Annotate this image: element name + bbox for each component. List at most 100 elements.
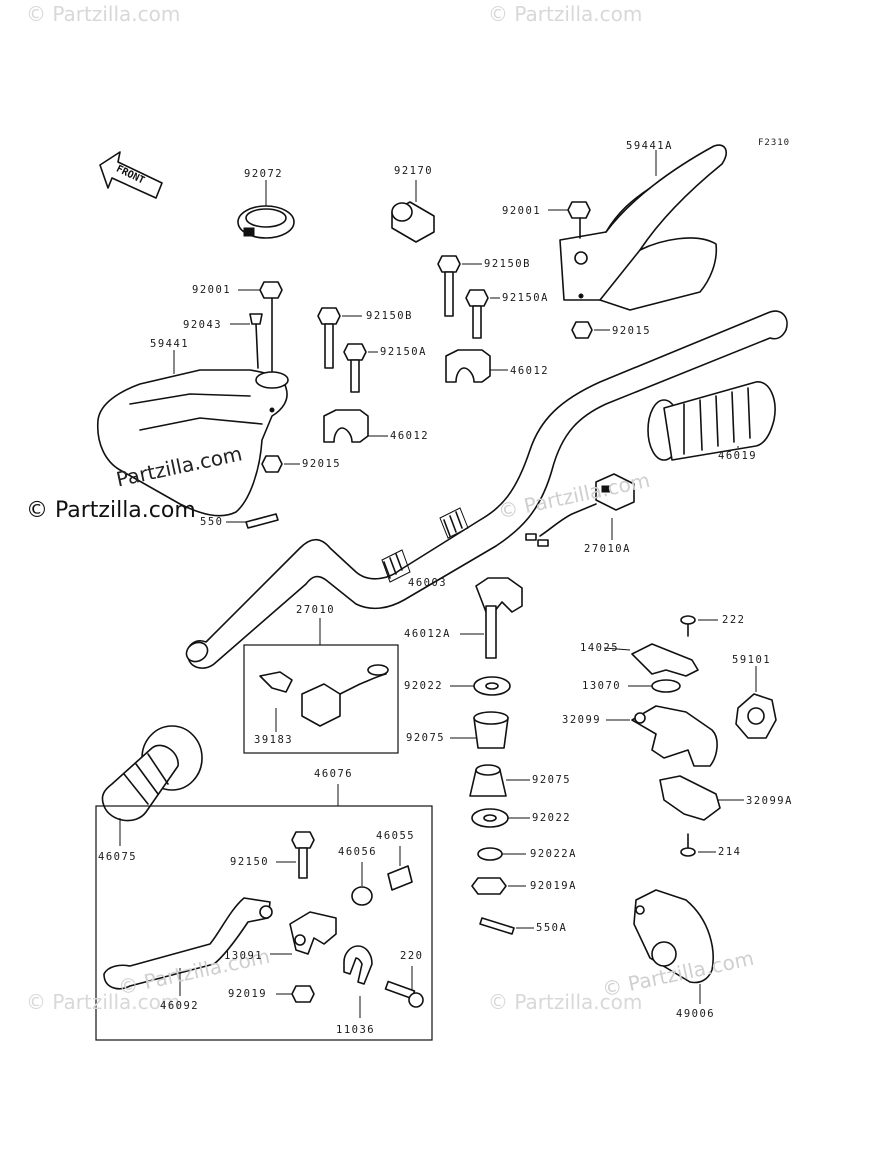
switch-27010A: [525, 473, 635, 547]
washer-92022-a: [450, 676, 511, 696]
part-label-92015-left: 92015: [302, 458, 342, 470]
nut-92015-right: [571, 321, 610, 339]
part-label-46012A: 46012A: [404, 628, 451, 640]
part-label-92019A: 92019A: [530, 880, 577, 892]
clamp-46012-left: [323, 409, 388, 443]
nut-92015-left: [261, 455, 300, 473]
part-label-49006: 49006: [676, 1008, 716, 1020]
throttle-49006: [633, 889, 714, 1004]
washer-92022A: [477, 847, 526, 861]
part-label-14025: 14025: [580, 642, 620, 654]
cover-14025: [603, 643, 699, 677]
part-label-39183: 39183: [254, 734, 294, 746]
cotter-pin-550A: [479, 917, 534, 935]
bolt-220: [384, 966, 424, 1008]
watermark-top-right: © Partzilla.com: [488, 2, 643, 26]
part-label-92015-right: 92015: [612, 325, 652, 337]
switch-kit-box: [243, 644, 399, 754]
clamp-92170: [391, 180, 435, 243]
bracket-13091: [270, 911, 337, 955]
screw-214: [680, 833, 716, 857]
part-label-92170: 92170: [394, 165, 434, 177]
part-label-92150B-right: 92150B: [484, 258, 531, 270]
nut-92019: [276, 985, 315, 1003]
watermark-top-left: © Partzilla.com: [26, 2, 181, 26]
bolt-92150A-right: [465, 289, 500, 339]
clamp-11036: [343, 945, 373, 1018]
part-label-46092: 46092: [160, 1000, 200, 1012]
part-label-32099: 32099: [562, 714, 602, 726]
bolt-92001-left: [238, 281, 283, 377]
figure-code: F2310: [758, 138, 791, 148]
housing-32099A: [659, 775, 744, 821]
adjuster-46055: [387, 846, 413, 891]
part-label-46012-right: 46012: [510, 365, 550, 377]
bolt-92150B-right: [437, 255, 482, 317]
cotter-pin-550: [226, 513, 279, 529]
part-label-92022-a: 92022: [404, 680, 444, 692]
part-label-92022-b: 92022: [532, 812, 572, 824]
housing-59101: [735, 666, 777, 739]
watermark-main: © Partzilla.com: [26, 498, 196, 523]
part-label-92001-left: 92001: [192, 284, 232, 296]
part-label-92150B-left: 92150B: [366, 310, 413, 322]
part-label-46075: 46075: [98, 851, 138, 863]
watermark-bottom-right: © Partzilla.com: [488, 990, 643, 1014]
bolt-92150: [276, 831, 315, 879]
bolt-92001-right: [548, 201, 591, 239]
part-label-222: 222: [722, 614, 746, 626]
part-label-92001-right: 92001: [502, 205, 542, 217]
part-label-27010A: 27010A: [584, 543, 631, 555]
cushion-92075-a: [450, 711, 509, 749]
switch-27010-parts: [259, 664, 389, 732]
part-label-92150: 92150: [230, 856, 270, 868]
part-label-11036: 11036: [336, 1024, 376, 1036]
part-label-32099A: 32099A: [746, 795, 793, 807]
housing-32099: [606, 705, 718, 767]
right-handguard-59441A: [559, 144, 727, 311]
part-label-214: 214: [718, 846, 742, 858]
part-label-46056: 46056: [338, 846, 378, 858]
clamp-46012A: [460, 577, 523, 659]
part-label-92075-b: 92075: [532, 774, 572, 786]
washer-92022-b: [471, 808, 530, 828]
part-label-46019: 46019: [718, 450, 758, 462]
part-label-46055: 46055: [376, 830, 416, 842]
part-label-550A: 550A: [536, 922, 568, 934]
part-label-92150A-right: 92150A: [502, 292, 549, 304]
part-label-92150A-left: 92150A: [380, 346, 427, 358]
lever-kit-box: [95, 805, 433, 1041]
part-label-550: 550: [200, 516, 224, 528]
part-label-92043: 92043: [183, 319, 223, 331]
part-label-92072: 92072: [244, 168, 284, 180]
part-label-46076: 46076: [314, 768, 354, 780]
part-label-92075-a: 92075: [406, 732, 446, 744]
watermark-bottom-left: © Partzilla.com: [26, 990, 181, 1014]
left-handguard-59441: [96, 350, 289, 517]
grip-46019: [647, 381, 776, 461]
nut-92019A: [471, 877, 526, 895]
screw-222: [680, 615, 718, 637]
handlebar-shape: [185, 310, 788, 669]
part-label-220: 220: [400, 950, 424, 962]
lever-46092: [103, 897, 273, 996]
part-label-13070: 13070: [582, 680, 622, 692]
part-label-59441: 59441: [150, 338, 190, 350]
bolt-92150A-left: [343, 343, 378, 393]
grip-46075: [101, 725, 203, 846]
part-label-92019: 92019: [228, 988, 268, 1000]
part-label-27010: 27010: [296, 604, 336, 616]
band-13070: [628, 679, 681, 693]
part-label-92022A: 92022A: [530, 848, 577, 860]
pin-92043: [230, 313, 263, 369]
front-arrow-icon: FRONT: [99, 151, 163, 199]
bolt-92150B-left: [317, 307, 362, 369]
part-label-46012-left: 46012: [390, 430, 430, 442]
cushion-92075-b: [469, 764, 530, 797]
clamp-46012-right: [445, 349, 508, 383]
part-label-13091: 13091: [224, 950, 264, 962]
clamp-ring-92072: [237, 180, 295, 239]
part-label-59441A: 59441A: [626, 140, 673, 152]
nut-46056: [351, 862, 373, 906]
